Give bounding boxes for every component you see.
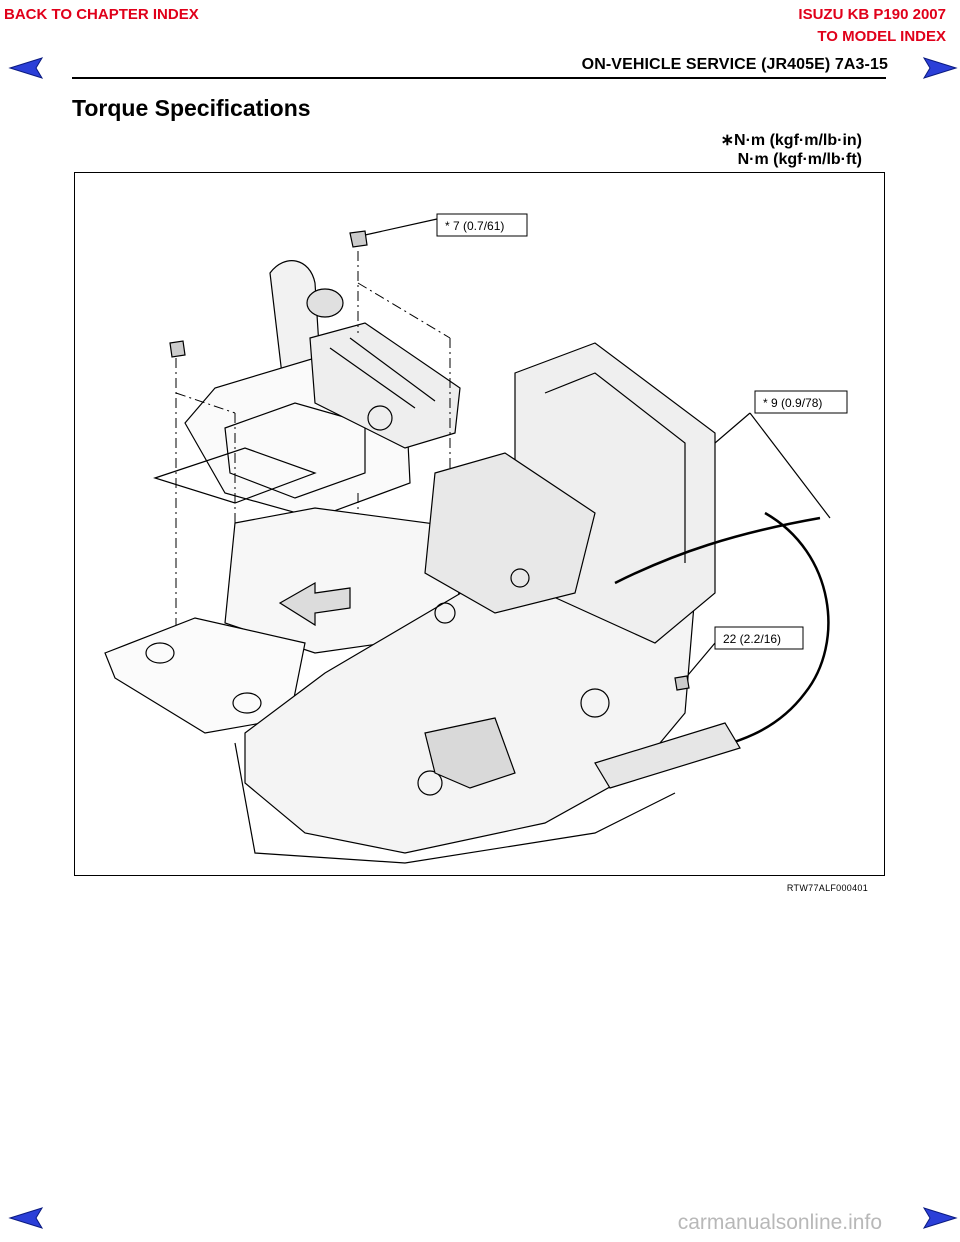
torque-diagram-frame: * 7 (0.7/61) * 9 (0.9/78) 22 (2.2/16) (74, 172, 885, 876)
callout-7-text: * 7 (0.7/61) (445, 219, 504, 233)
unit-note: N·m (kgf·m/lb·ft) (737, 151, 862, 168)
watermark: carmanualsonline.info (677, 1211, 882, 1234)
prev-page-arrow-icon[interactable] (8, 1206, 44, 1230)
header-rule (72, 77, 886, 79)
callout-22-text: 22 (2.2/16) (723, 632, 781, 646)
model-title: ISUZU KB P190 2007 (798, 6, 946, 23)
prev-page-arrow-icon[interactable] (8, 56, 44, 80)
next-page-arrow-icon[interactable] (922, 56, 958, 80)
transmission-shift-diagram: * 7 (0.7/61) * 9 (0.9/78) 22 (2.2/16) (104, 213, 848, 864)
callout-9: * 9 (0.9/78) (754, 390, 848, 414)
callout-22: 22 (2.2/16) (714, 626, 804, 650)
next-page-arrow-icon[interactable] (922, 1206, 958, 1230)
page-title: Torque Specifications (72, 95, 311, 121)
unit-note-star: ∗N·m (kgf·m/lb·in) (720, 132, 862, 149)
callout-7: * 7 (0.7/61) (436, 213, 528, 237)
section-header: ON-VEHICLE SERVICE (JR405E) 7A3-15 (581, 56, 888, 73)
to-model-index-link[interactable]: TO MODEL INDEX (817, 28, 946, 45)
figure-code: RTW77ALF000401 (786, 883, 868, 893)
back-to-chapter-index-link[interactable]: BACK TO CHAPTER INDEX (4, 6, 199, 23)
callout-9-text: * 9 (0.9/78) (763, 396, 822, 410)
